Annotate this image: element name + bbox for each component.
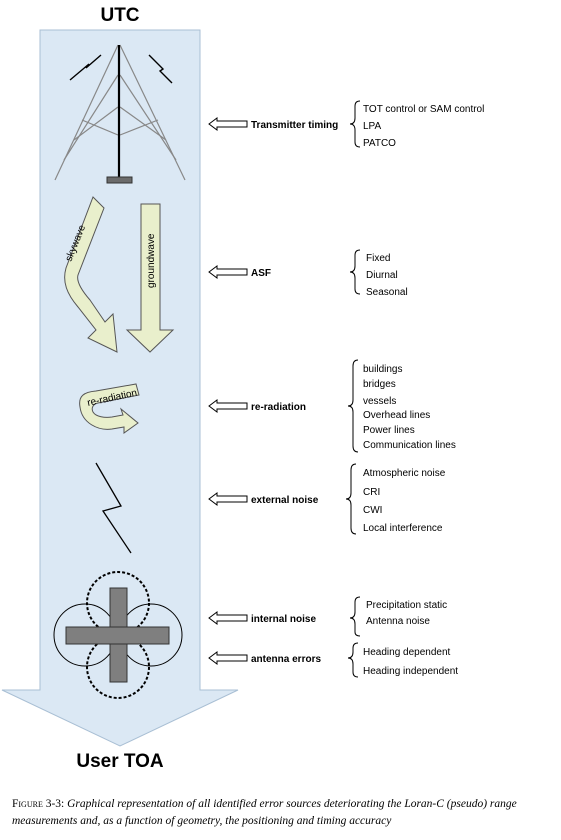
transmitter-timing-arrow	[208, 117, 248, 131]
list-item: buildings	[363, 364, 402, 375]
asf-items: Fixed Diurnal Seasonal	[366, 253, 408, 298]
internal-noise-items: Precipitation static Antenna noise	[366, 600, 447, 627]
list-item: Precipitation static	[366, 600, 447, 611]
list-item: Seasonal	[366, 287, 408, 298]
figure-caption-lead: Figure 3-3:	[12, 798, 65, 810]
list-item: Overhead lines	[363, 410, 430, 421]
external-noise-arrow	[208, 492, 248, 506]
reradiation-label: re-radiation	[251, 402, 306, 413]
antenna-errors-items: Heading dependent Heading independent	[363, 647, 458, 677]
internal-noise-label: internal noise	[251, 614, 316, 625]
list-item: Diurnal	[366, 270, 398, 281]
transmitter-timing-label: Transmitter timing	[251, 120, 338, 131]
reradiation-source-arrow	[208, 399, 248, 413]
signal-bolt-right-icon	[148, 54, 173, 84]
list-item: TOT control or SAM control	[363, 104, 484, 115]
list-item: Heading dependent	[363, 647, 451, 658]
antenna-pattern-icon	[53, 571, 183, 699]
antenna-errors-arrow	[208, 651, 248, 665]
groundwave-label: groundwave	[146, 233, 157, 288]
external-noise-label: external noise	[251, 495, 319, 506]
list-item: Heading independent	[363, 666, 458, 677]
list-item: vessels	[363, 396, 396, 407]
user-toa-label: User TOA	[76, 751, 164, 772]
list-item: bridges	[363, 379, 396, 390]
list-item: Fixed	[366, 253, 390, 264]
utc-label: UTC	[100, 5, 139, 26]
transmitter-tower-icon	[54, 44, 186, 184]
list-item: PATCO	[363, 138, 396, 149]
signal-bolt-left-icon	[69, 54, 102, 81]
external-noise-brace	[345, 463, 357, 535]
internal-noise-arrow	[208, 611, 248, 625]
figure-caption: Figure 3-3: Graphical representation of …	[12, 796, 552, 830]
transmitter-brace	[349, 100, 361, 148]
list-item: CRI	[363, 487, 380, 498]
list-item: Communication lines	[363, 440, 456, 451]
reradiation-items: buildings bridges vessels Overhead lines…	[363, 364, 456, 451]
asf-label: ASF	[251, 268, 271, 279]
list-item: Local interference	[363, 523, 443, 534]
list-item: Power lines	[363, 425, 415, 436]
reradiation-brace	[347, 359, 359, 453]
list-item: Atmospheric noise	[363, 468, 446, 479]
groundwave-arrow: groundwave	[125, 203, 175, 353]
list-item: Antenna noise	[366, 616, 430, 627]
figure-caption-text: Graphical representation of all identifi…	[12, 798, 517, 827]
error-source-diagram: UTC User TOA skywave groundwave re-radia…	[1, 5, 484, 772]
external-noise-items: Atmospheric noise CRI CWI Local interfer…	[363, 468, 446, 534]
internal-noise-brace	[349, 596, 361, 637]
transmitter-items: TOT control or SAM control LPA PATCO	[363, 104, 484, 149]
asf-arrow	[208, 265, 248, 279]
list-item: LPA	[363, 121, 381, 132]
asf-brace	[349, 249, 361, 295]
antenna-errors-label: antenna errors	[251, 654, 321, 665]
list-item: CWI	[363, 505, 382, 516]
lightning-bolt-icon	[95, 462, 132, 554]
antenna-errors-brace	[347, 642, 359, 678]
